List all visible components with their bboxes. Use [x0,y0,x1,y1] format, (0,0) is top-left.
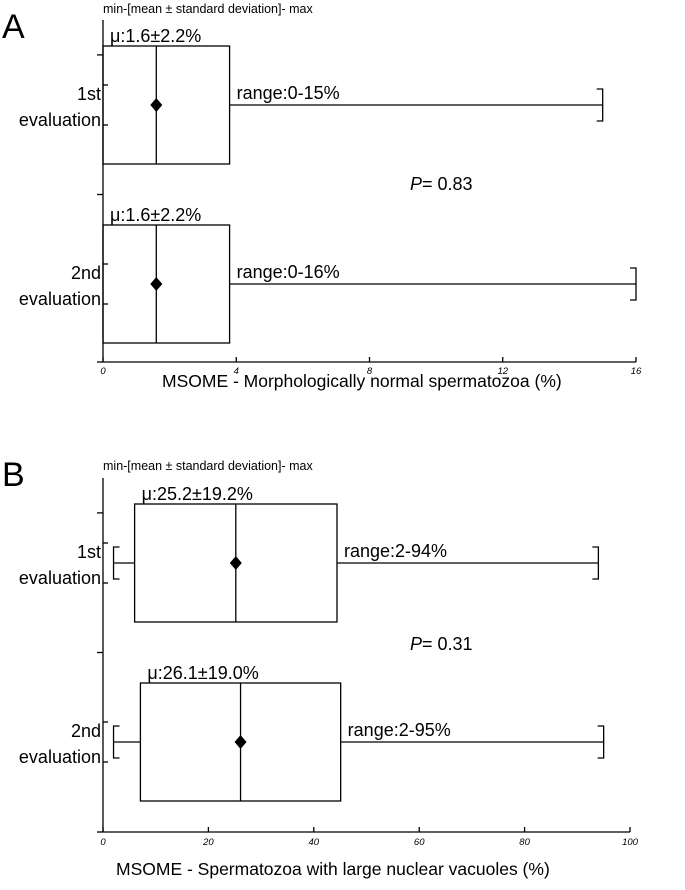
panel-b-series-2-mean-marker [234,735,247,749]
panel-b-series-1-lower-cap [112,546,120,580]
panel-a-series-2-box [102,224,231,344]
panel-b-series-1-mean-marker [229,556,242,570]
panel-b-x-axis-label: MSOME - Spermatozoa with large nuclear v… [116,859,550,879]
panel-a-series-2-mean-marker [150,277,163,291]
panel-a-header-note: min-[mean ± standard deviation]- max [103,2,313,16]
panel-a-letter: A [2,8,25,46]
panel-a-x-axis-label: MSOME - Morphologically normal spermatoz… [162,371,562,391]
panel-b-x-tick-label: 60 [414,837,425,848]
panel-a-series-2-category-label: evaluation [19,289,101,309]
panel-b-series-1-upper-cap [592,546,600,580]
panel-a-series-1-category-label: evaluation [19,110,101,130]
panel-a-p-prefix: P [410,174,422,194]
panel-b-p-number: = 0.31 [422,634,473,654]
panel-b-x-tick-label: 20 [202,837,214,848]
panel-b-series-2-upper-cap [597,725,605,759]
panel-b-x-tick-label: 100 [622,837,639,848]
panel-a-x-tick-label: 0 [100,366,106,377]
panel-a: A min-[mean ± standard deviation]- max P… [2,2,642,391]
panel-b-letter: B [2,456,25,494]
panel-b-series-2-category-label: evaluation [19,747,101,767]
panel-b-series-2-mean-label: μ:26.1±19.0% [147,663,258,683]
panel-a-p-value: P= 0.83 [410,174,473,194]
panel-b-p-prefix: P [410,634,422,654]
panel-a-series-2-mean-label: μ:1.6±2.2% [110,205,201,225]
panel-a-series-1-upper-cap [596,88,604,122]
panel-a-series-1-category-label: 1st [77,84,101,104]
panel-a-p-number: = 0.83 [422,174,473,194]
panel-b-p-value: P= 0.31 [410,634,473,654]
panel-b-series-2-lower-cap [112,725,120,759]
panel-b-x-tick-label: 0 [100,837,106,848]
panel-a-x-tick-label: 12 [497,366,508,377]
panel-b-x-tick-label: 80 [519,837,530,848]
panel-b-series-1-range-label: range:2-94% [344,541,447,561]
panel-b-series-2-category-label: 2nd [71,721,101,741]
panel-a-series-1-mean-label: μ:1.6±2.2% [110,26,201,46]
panel-b-series-2-range-label: range:2-95% [348,720,451,740]
panel-a-series-1-box [102,45,231,165]
panel-b-header-note: min-[mean ± standard deviation]- max [103,459,313,473]
panel-b-series-1-mean-label: μ:25.2±19.2% [142,484,253,504]
panel-a-series-2-range-label: range:0-16% [237,262,340,282]
panel-a-series-2-upper-cap [630,267,637,301]
panel-a-series-2-category-label: 2nd [71,263,101,283]
panel-a-x-tick-label: 8 [367,366,373,377]
panel-b-x-tick-label: 40 [309,837,320,848]
panel-b-series-1-category-label: evaluation [19,568,101,588]
panel-a-x-tick-label: 16 [631,366,642,377]
panel-a-series-1-range-label: range:0-15% [237,83,340,103]
panel-a-x-tick-label: 4 [234,366,239,377]
panel-a-series-1-mean-marker [150,98,163,112]
panel-b-series-1-category-label: 1st [77,542,101,562]
panel-b: B min-[mean ± standard deviation]- max P… [2,456,639,879]
